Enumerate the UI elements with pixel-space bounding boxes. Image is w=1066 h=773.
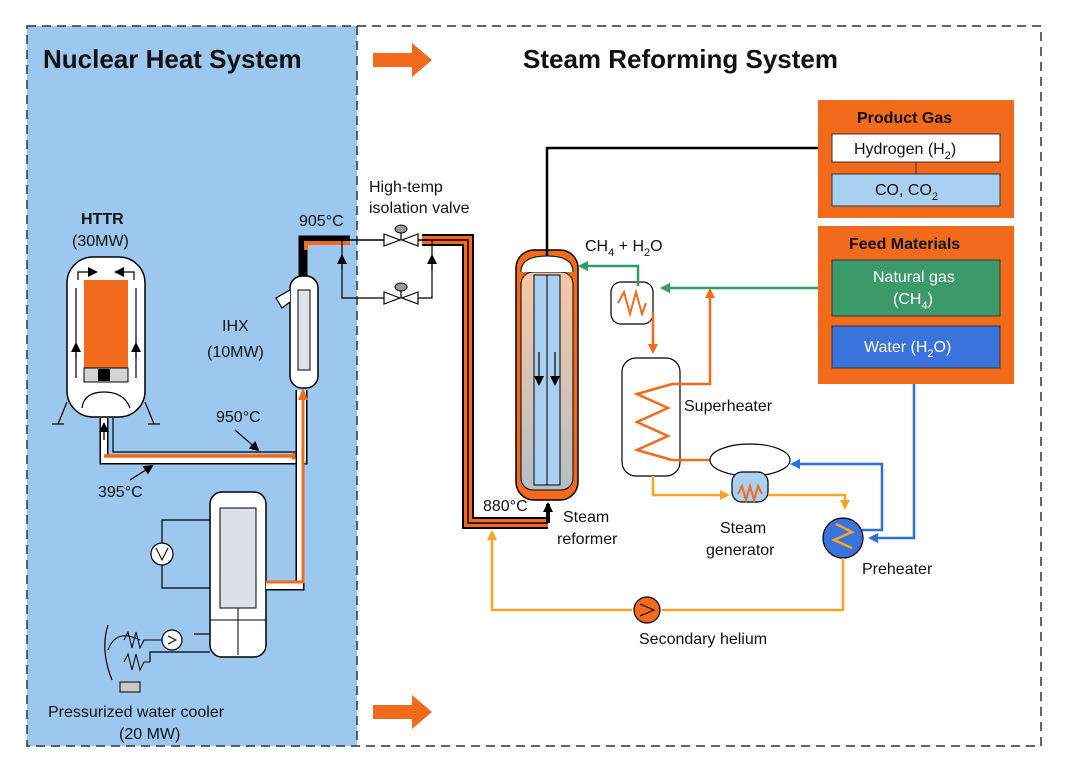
feed-materials-box: Feed Materials Natural gas (CH4) Water (… [818,226,1014,384]
superheater-outlet-line [672,288,715,386]
ch4-h2o-feed-line [578,261,640,286]
cooler-label-line1: Pressurized water cooler [48,704,225,721]
secondary-helium-return [487,530,632,612]
cooler-label-line2: (20 MW) [119,726,180,743]
hydrogen-label: Hydrogen (H2) [854,141,956,162]
preheated-water-line [790,459,884,532]
secondary-hot-duct [298,234,548,529]
ihx-heat-exchanger [275,250,319,389]
steam-reformer-vessel [515,249,579,523]
high-temp-isolation-valve-top [383,224,419,247]
steam-reformer-label-line1: Steam [563,509,609,526]
co-co2-label: CO, CO2 [875,182,938,203]
steam-reformer-label-line2: reformer [557,531,618,548]
water-feed-line [868,370,916,543]
preheater-label: Preheater [862,561,933,578]
httr-label: HTTR [81,211,124,228]
isolation-valve-bypass [383,282,419,305]
superheater-label: Superheater [684,398,773,415]
ch4-h2o-label: CH4 + H2O [585,238,663,259]
product-gas-header: Product Gas [857,110,952,127]
helium-circulator [633,596,661,624]
ihx-label: IHX [222,318,249,335]
temp-395-label: 395°C [98,484,143,501]
temp-950-pointer [234,429,260,452]
httr-reactor-vessel [52,256,160,425]
feed-preheat-exchanger [610,281,654,325]
steam-reforming-system-title: Steam Reforming System [523,44,838,74]
valve-label-line2: isolation valve [369,200,470,217]
pressurized-water-cooler [104,388,308,693]
reformer-return-line [651,476,730,500]
product-gas-box: Product Gas Hydrogen (H2) CO, CO2 [818,100,1014,218]
natural-gas-label: Natural gas [873,269,955,286]
temp-880-label: 880°C [483,498,528,515]
secondary-helium-loop [662,558,845,612]
outer-dashed-border [26,25,1042,747]
preheater [822,517,864,559]
steam-generator [709,443,791,504]
temp-395-pointer [129,464,154,481]
httr-power-label: (30MW) [72,233,129,250]
product-gas-line [545,143,828,256]
feed-materials-header: Feed Materials [849,236,960,253]
steam-generator-label-line2: generator [706,542,775,559]
ihx-power-label: (10MW) [207,344,264,361]
water-label: Water (H2O) [864,339,951,360]
temp-905-label: 905°C [299,213,344,230]
generator-to-preheater [768,493,850,510]
steam-generator-label-line1: Steam [720,520,766,537]
secondary-helium-label: Secondary helium [639,631,767,648]
valve-label-line1: High-temp [369,179,443,196]
natural-gas-formula: (CH4) [893,291,933,312]
superheater [621,357,681,477]
flow-arrow-bottom [373,695,432,729]
temp-950-label: 950°C [216,409,261,426]
nuclear-heat-system-title: Nuclear Heat System [43,44,302,74]
flow-arrow-top [373,43,432,77]
